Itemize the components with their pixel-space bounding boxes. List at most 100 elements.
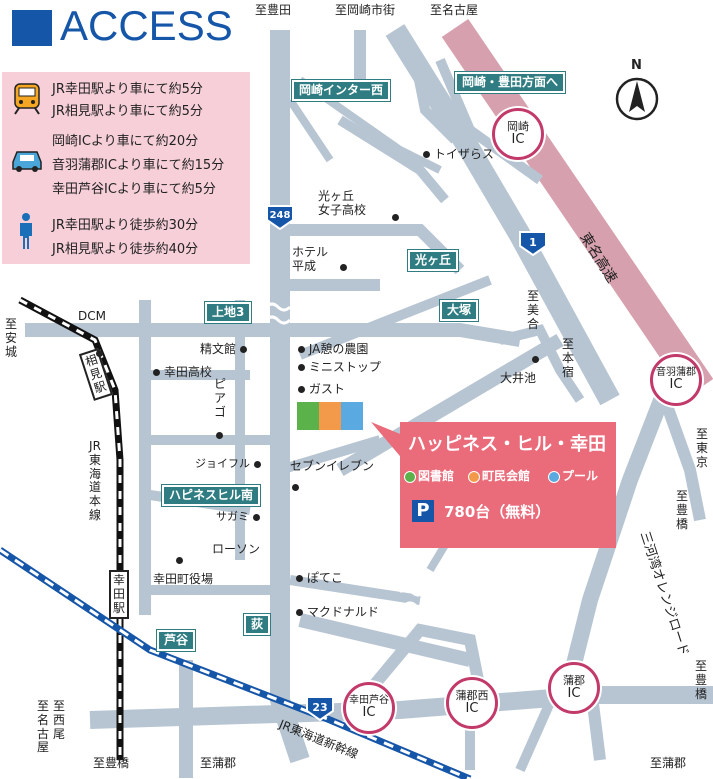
facility-pool: プール xyxy=(548,467,598,484)
place-mcd-label: マクドナルド xyxy=(306,605,379,619)
place-kota-hs-label: 幸田高校 xyxy=(163,365,212,379)
rail-jr-main-label: JR東海道本線 xyxy=(88,439,101,522)
sign-okazaki-ic-west: 岡崎インター西 xyxy=(290,78,392,103)
ic-okazaki: 岡崎 IC xyxy=(492,108,544,160)
info-train-line-2: JR相見駅より車にて約5分 xyxy=(52,104,203,119)
sign-okazaki-toyota: 岡崎・豊田方面へ xyxy=(453,70,567,95)
place-lawson-marker xyxy=(176,557,183,564)
facility-library-dot xyxy=(404,470,416,483)
destination-building xyxy=(297,402,363,430)
direction-toyohashi-right: 至豊橋 xyxy=(675,489,688,531)
place-hotel-label: ホテル 平成 xyxy=(292,245,329,273)
place-mcd-marker xyxy=(296,609,303,616)
place-piago-marker xyxy=(216,432,223,439)
place-ja: JA憩の農園 xyxy=(298,342,369,357)
sign-hikarigaoka: 光ヶ丘 xyxy=(406,248,460,273)
ic-okazaki-name: 岡崎 xyxy=(507,119,529,133)
place-ministop: ミニストップ xyxy=(298,360,381,375)
place-jyoifull-marker xyxy=(253,460,261,468)
ic-gamagori-nishi: 蒲郡西 IC xyxy=(446,677,498,729)
place-toys-marker xyxy=(423,151,430,158)
place-town-hall-label: 幸田町役場 xyxy=(153,572,214,586)
ic-kota-ashiya: 幸田芦谷 IC xyxy=(343,682,395,734)
sign-ashiya: 芦谷 xyxy=(155,628,197,653)
info-car-line-1: 岡崎ICより車にて約20分 xyxy=(52,134,199,149)
info-walk-line-2: JR相見駅より徒歩約40分 xyxy=(52,242,199,257)
place-jyoifull-label: ジョイフル xyxy=(195,457,250,470)
ic-gamagori: 蒲郡 IC xyxy=(548,662,600,714)
page-title: ACCESS xyxy=(60,2,233,49)
direction-toyohashi-bottom: 至豊橋 xyxy=(93,756,130,770)
place-dcm-label: DCM xyxy=(78,309,106,323)
place-poteko-marker xyxy=(296,575,303,582)
place-hotel-marker xyxy=(340,264,347,271)
callout-pointer xyxy=(371,422,405,462)
direction-gamagori-right: 至蒲郡 xyxy=(650,756,687,770)
ic-otowa-gamagori: 音羽蒲郡 IC xyxy=(650,354,702,406)
parking-capacity: 780台（無料） xyxy=(444,503,551,521)
place-poteko-label: ぽてこ xyxy=(306,571,343,585)
callout-box: ハッピネス・ヒル・幸田 図書館 町民会館 プール P 780台（無料） xyxy=(400,422,616,548)
ic-gamagori-name: 蒲郡 xyxy=(563,673,585,687)
place-gusto-marker xyxy=(298,386,305,393)
place-hikari-school-label: 光ヶ丘 女子高校 xyxy=(318,189,367,217)
facility-town-hall-dot xyxy=(468,470,480,483)
route-23-shield: 23 xyxy=(305,695,335,721)
place-gusto: ガスト xyxy=(298,382,345,397)
info-walk-line-1: JR幸田駅より徒歩約30分 xyxy=(52,218,199,233)
place-seven-marker xyxy=(292,484,299,491)
facility-pool-label: プール xyxy=(562,469,599,483)
facility-library: 図書館 xyxy=(404,467,454,484)
place-piago-label: ピアゴ xyxy=(213,377,226,419)
access-info-box: JR幸田駅より車にて約5分 JR相見駅より車にて約5分 岡崎ICより車にて約20… xyxy=(2,72,250,264)
place-ministop-label: ミニストップ xyxy=(308,360,381,374)
north-label: N xyxy=(631,58,642,73)
place-seibunkan: 精文館 xyxy=(200,342,247,357)
place-seibunkan-label: 精文館 xyxy=(200,342,237,356)
place-mcd: マクドナルド xyxy=(296,605,379,620)
route-1-shield: 1 xyxy=(518,230,548,256)
info-car-line-3: 幸田芦谷ICより車にて約5分 xyxy=(52,182,216,197)
sign-kamiji3: 上地3 xyxy=(203,300,253,325)
ic-gamagori-nishi-name: 蒲郡西 xyxy=(455,688,489,702)
sign-happiness-south: ハピネスヒル南 xyxy=(160,483,262,508)
direction-nishio: 至西尾 xyxy=(52,699,65,741)
place-ministop-marker xyxy=(298,364,305,371)
route-248-shield: 248 xyxy=(265,204,295,230)
place-hikari-school-marker xyxy=(392,214,399,221)
station-kota: 幸田駅 xyxy=(109,570,129,620)
parking-icon: P xyxy=(412,500,434,522)
place-oikike-label: 大井池 xyxy=(500,371,537,385)
sign-ogi: 荻 xyxy=(242,612,272,637)
place-lawson-label: ローソン xyxy=(212,542,261,556)
route-1-label: 1 xyxy=(529,236,537,249)
direction-gamagori-bottom: 至蒲郡 xyxy=(200,756,237,770)
pool-block xyxy=(341,402,363,430)
place-sagami: サガミ xyxy=(216,510,260,524)
direction-nagoya-left: 至名古屋 xyxy=(36,699,49,755)
place-poteko: ぽてこ xyxy=(296,571,343,586)
facility-town-hall-label: 町民会館 xyxy=(482,469,531,483)
pedestrian-icon xyxy=(20,213,32,249)
sign-otsuka: 大塚 xyxy=(438,298,480,323)
ic-okazaki-label: IC xyxy=(511,131,525,147)
place-sagami-label: サガミ xyxy=(216,510,249,523)
destination-callout: ハッピネス・ヒル・幸田 図書館 町民会館 プール P 780台（無料） xyxy=(365,416,620,550)
car-icon xyxy=(12,151,42,172)
facility-library-label: 図書館 xyxy=(418,469,455,483)
direction-tokyo: 至東京 xyxy=(695,427,708,469)
ic-gamagori-label: IC xyxy=(567,685,581,701)
route-23-label: 23 xyxy=(312,701,328,714)
facility-town-hall: 町民会館 xyxy=(468,467,530,484)
ic-kota-ashiya-label: IC xyxy=(362,705,376,721)
direction-mie: 至美合 xyxy=(526,289,539,331)
place-ja-label: JA憩の農園 xyxy=(308,342,369,356)
route-248-label: 248 xyxy=(269,210,291,221)
place-sagami-marker xyxy=(252,513,260,521)
place-gusto-label: ガスト xyxy=(308,382,345,396)
ic-otowa-gamagori-name: 音羽蒲郡 xyxy=(656,367,696,379)
direction-toyohashi-lower-right: 至豊橋 xyxy=(694,659,707,701)
place-oikike-marker xyxy=(532,356,539,363)
info-car-line-2: 音羽蒲郡ICより車にて約15分 xyxy=(52,158,225,173)
place-seven-label: セブンイレブン xyxy=(290,459,375,473)
